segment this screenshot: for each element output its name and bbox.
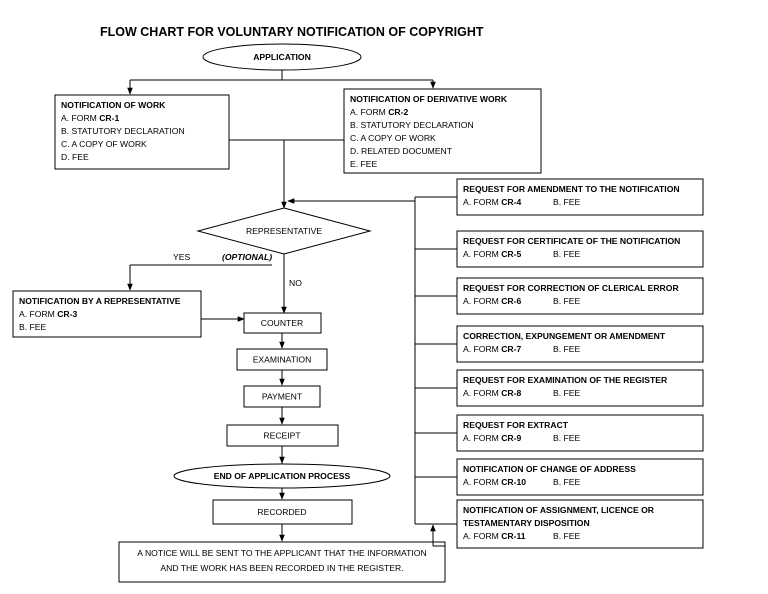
request-title: REQUEST FOR AMENDMENT TO THE NOTIFICATIO… — [463, 184, 680, 194]
lower-connectors — [279, 456, 445, 547]
representative-box-title: NOTIFICATION BY A REPRESENTATIVE — [19, 296, 181, 306]
decision-optional-label: (OPTIONAL) — [222, 252, 272, 262]
chart-title: FLOW CHART FOR VOLUNTARY NOTIFICATION OF… — [100, 25, 484, 39]
step-label: EXAMINATION — [253, 355, 312, 365]
step-receipt-box: RECEIPT — [226, 424, 339, 447]
request-title: TESTAMENTARY DISPOSITION — [463, 518, 590, 528]
request-title: NOTIFICATION OF ASSIGNMENT, LICENCE OR — [463, 505, 655, 515]
notification-of-work-box: NOTIFICATION OF WORK A. FORM CR-1 B. STAT… — [54, 94, 230, 170]
request-fee: B. FEE — [553, 249, 580, 259]
request-title: NOTIFICATION OF CHANGE OF ADDRESS — [463, 464, 636, 474]
request-fee: B. FEE — [553, 388, 580, 398]
request-form: A. FORM CR-11 — [463, 531, 526, 541]
request-fee: B. FEE — [553, 477, 580, 487]
step-label: COUNTER — [261, 318, 304, 328]
representative-box: NOTIFICATION BY A REPRESENTATIVE A. FORM… — [12, 290, 202, 338]
request-form: A. FORM CR-4 — [463, 197, 521, 207]
request-fee: B. FEE — [553, 433, 580, 443]
step-payment-box: PAYMENT — [243, 385, 321, 408]
decision-no-label: NO — [289, 278, 302, 288]
request-form: A. FORM CR-8 — [463, 388, 521, 398]
request-form: A. FORM CR-10 — [463, 477, 526, 487]
request-box: REQUEST FOR EXTRACT A. FORM CR-9 B. FEE — [415, 414, 704, 452]
notification-of-derivative-item: B. STATUTORY DECLARATION — [350, 120, 474, 130]
decision-label: REPRESENTATIVE — [246, 226, 322, 236]
request-fee: B. FEE — [553, 344, 580, 354]
notification-of-derivative-title: NOTIFICATION OF DERIVATIVE WORK — [350, 94, 508, 104]
notification-of-derivative-box: NOTIFICATION OF DERIVATIVE WORK A. FORM … — [343, 88, 542, 174]
request-box: REQUEST FOR CORRECTION OF CLERICAL ERROR… — [415, 277, 704, 315]
decision-connectors — [127, 254, 287, 322]
start-terminator: APPLICATION — [202, 43, 362, 71]
notification-of-derivative-item: C. A COPY OF WORK — [350, 133, 436, 143]
start-label: APPLICATION — [253, 52, 311, 62]
request-title: REQUEST FOR EXTRACT — [463, 420, 569, 430]
request-form: A. FORM CR-6 — [463, 296, 521, 306]
request-fee: B. FEE — [553, 296, 580, 306]
notification-of-work-title: NOTIFICATION OF WORK — [61, 100, 166, 110]
notification-of-derivative-item: A. FORM CR-2 — [350, 107, 408, 117]
notice-box: A NOTICE WILL BE SENT TO THE APPLICANT T… — [118, 541, 446, 583]
end-terminator: END OF APPLICATION PROCESS — [173, 463, 391, 489]
step-label: PAYMENT — [262, 392, 303, 402]
request-title: CORRECTION, EXPUNGEMENT OR AMENDMENT — [463, 331, 666, 341]
step-examination-box: EXAMINATION — [236, 348, 328, 371]
start-branch-connectors — [127, 70, 436, 95]
request-title: REQUEST FOR CERTIFICATE OF THE NOTIFICAT… — [463, 236, 680, 246]
request-form: A. FORM CR-7 — [463, 344, 521, 354]
end-label: END OF APPLICATION PROCESS — [214, 471, 351, 481]
request-box: REQUEST FOR CERTIFICATE OF THE NOTIFICAT… — [415, 230, 704, 268]
step-counter-box: COUNTER — [243, 312, 322, 334]
representative-box-item: B. FEE — [19, 322, 46, 332]
notice-line-1: A NOTICE WILL BE SENT TO THE APPLICANT T… — [137, 548, 426, 558]
request-box: NOTIFICATION OF ASSIGNMENT, LICENCE OR TE… — [415, 499, 704, 549]
representative-box-item: A. FORM CR-3 — [19, 309, 77, 319]
process-steps: COUNTER EXAMINATION PAYMENT RECEIPT — [226, 312, 339, 464]
recorded-box: RECORDED — [212, 499, 353, 525]
representative-decision: REPRESENTATIVE — [196, 207, 372, 255]
notification-of-derivative-item: D. RELATED DOCUMENT — [350, 146, 453, 156]
request-title: REQUEST FOR EXAMINATION OF THE REGISTER — [463, 375, 668, 385]
request-fee: B. FEE — [553, 531, 580, 541]
notification-of-work-item: A. FORM CR-1 — [61, 113, 119, 123]
notice-line-2: AND THE WORK HAS BEEN RECORDED IN THE RE… — [160, 563, 403, 573]
request-form: A. FORM CR-9 — [463, 433, 521, 443]
notification-of-work-item: C. A COPY OF WORK — [61, 139, 147, 149]
request-box: CORRECTION, EXPUNGEMENT OR AMENDMENT A. F… — [415, 325, 704, 363]
recorded-label: RECORDED — [257, 507, 306, 517]
request-box: NOTIFICATION OF CHANGE OF ADDRESS A. FORM… — [415, 458, 704, 496]
request-boxes: REQUEST FOR AMENDMENT TO THE NOTIFICATIO… — [415, 178, 704, 549]
decision-yes-label: YES — [173, 252, 190, 262]
request-box: REQUEST FOR EXAMINATION OF THE REGISTER A… — [415, 369, 704, 407]
request-title: REQUEST FOR CORRECTION OF CLERICAL ERROR — [463, 283, 679, 293]
notification-of-work-item: D. FEE — [61, 152, 89, 162]
notification-of-work-item: B. STATUTORY DECLARATION — [61, 126, 185, 136]
step-label: RECEIPT — [263, 431, 301, 441]
notification-of-derivative-item: E. FEE — [350, 159, 377, 169]
request-fee: B. FEE — [553, 197, 580, 207]
merge-connectors — [229, 139, 415, 209]
request-form: A. FORM CR-5 — [463, 249, 521, 259]
request-box: REQUEST FOR AMENDMENT TO THE NOTIFICATIO… — [415, 178, 704, 216]
